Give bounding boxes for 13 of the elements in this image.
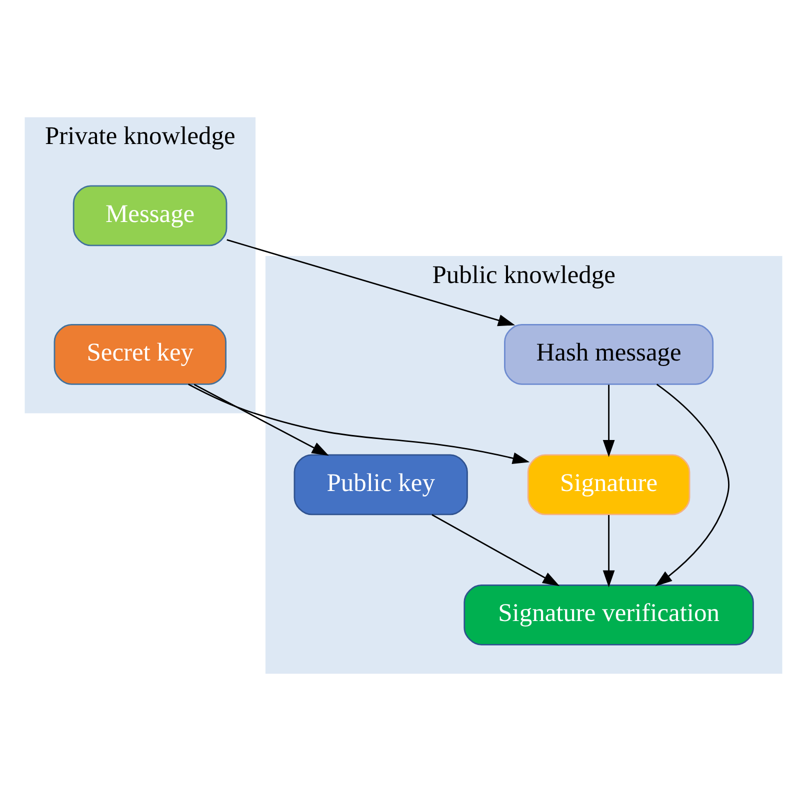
- node-box: Secret key: [54, 324, 227, 385]
- node-box: Message: [72, 185, 228, 246]
- node-box: Signature verification: [464, 584, 754, 646]
- node-box: Hash message: [504, 324, 714, 385]
- arrow: [188, 384, 530, 464]
- arrow: [432, 514, 560, 586]
- arrow: [602, 515, 615, 588]
- arrow: [655, 384, 730, 586]
- arrow: [194, 384, 329, 456]
- node-box: Signature: [527, 454, 690, 516]
- arrow: [602, 384, 615, 458]
- node-box: Public key: [294, 454, 468, 516]
- arrow: [226, 239, 516, 326]
